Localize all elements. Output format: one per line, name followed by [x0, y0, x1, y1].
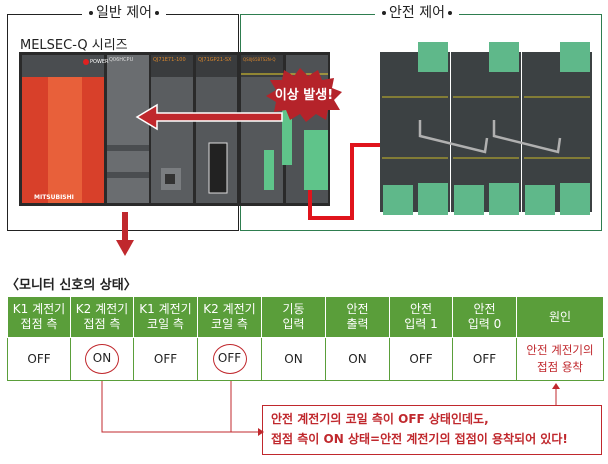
alert-burst — [266, 68, 342, 122]
highlight-circle: ON — [85, 344, 119, 374]
hardware-illustration — [19, 42, 592, 256]
module-label: QJ71E71-100 — [153, 57, 186, 63]
value-k1-contact: OFF — [7, 337, 71, 381]
arrowhead — [552, 383, 560, 389]
terminal-block — [282, 110, 292, 165]
terminal-block — [264, 150, 274, 190]
jumper-wire — [492, 120, 562, 154]
fiber-port — [208, 142, 228, 194]
module-label: QS0J65BTS2N-Q — [243, 57, 276, 62]
value-k1-coil: OFF — [133, 337, 198, 381]
value-k2-contact: ON — [70, 337, 134, 381]
safety-cpu-module — [241, 55, 283, 203]
connector-line — [101, 381, 258, 433]
power-led — [83, 59, 89, 65]
arrowhead — [258, 428, 264, 436]
callout-line-2: 접점 측이 ON 상태=안전 계전기의 접점이 용착되어 있다! — [271, 432, 568, 446]
jumper-wire — [418, 120, 489, 154]
terminal-block — [304, 130, 328, 190]
value-safety-input-0: OFF — [452, 337, 517, 381]
series-label: MELSEC-Q 시리즈 — [20, 38, 128, 53]
highlight-circle: OFF — [212, 344, 247, 374]
safety-relays — [380, 42, 592, 215]
safety-control-title: 안전 제어 — [375, 4, 459, 22]
value-safety-output: ON — [325, 337, 390, 381]
explanation-callout: 안전 계전기의 코일 측이 OFF 상태인데도, 접점 측이 ON 상태=안전 … — [262, 405, 602, 455]
value-start-input: ON — [261, 337, 326, 381]
brand-logo: MITSUBISHI — [34, 194, 74, 201]
header-cause: 원인 — [516, 296, 604, 338]
monitor-title: 〈모니터 신호의 상태〉 — [6, 278, 137, 293]
general-control-title: 일반 제어 — [82, 4, 166, 22]
down-arrow — [122, 212, 128, 242]
left-arrow — [135, 103, 283, 131]
module-label: QJ71GP21-SX — [198, 57, 232, 63]
module-label: Q06HCPU — [109, 57, 134, 63]
cpu-module — [107, 55, 149, 203]
signal-wire — [308, 143, 400, 220]
alert-text: 이상 발생! — [274, 88, 334, 103]
callout-connectors — [101, 381, 560, 436]
value-k2-coil: OFF — [197, 337, 262, 381]
callout-line-1: 안전 계전기의 코일 측이 OFF 상태인데도, — [271, 412, 489, 426]
power-label: POWER — [90, 59, 109, 65]
